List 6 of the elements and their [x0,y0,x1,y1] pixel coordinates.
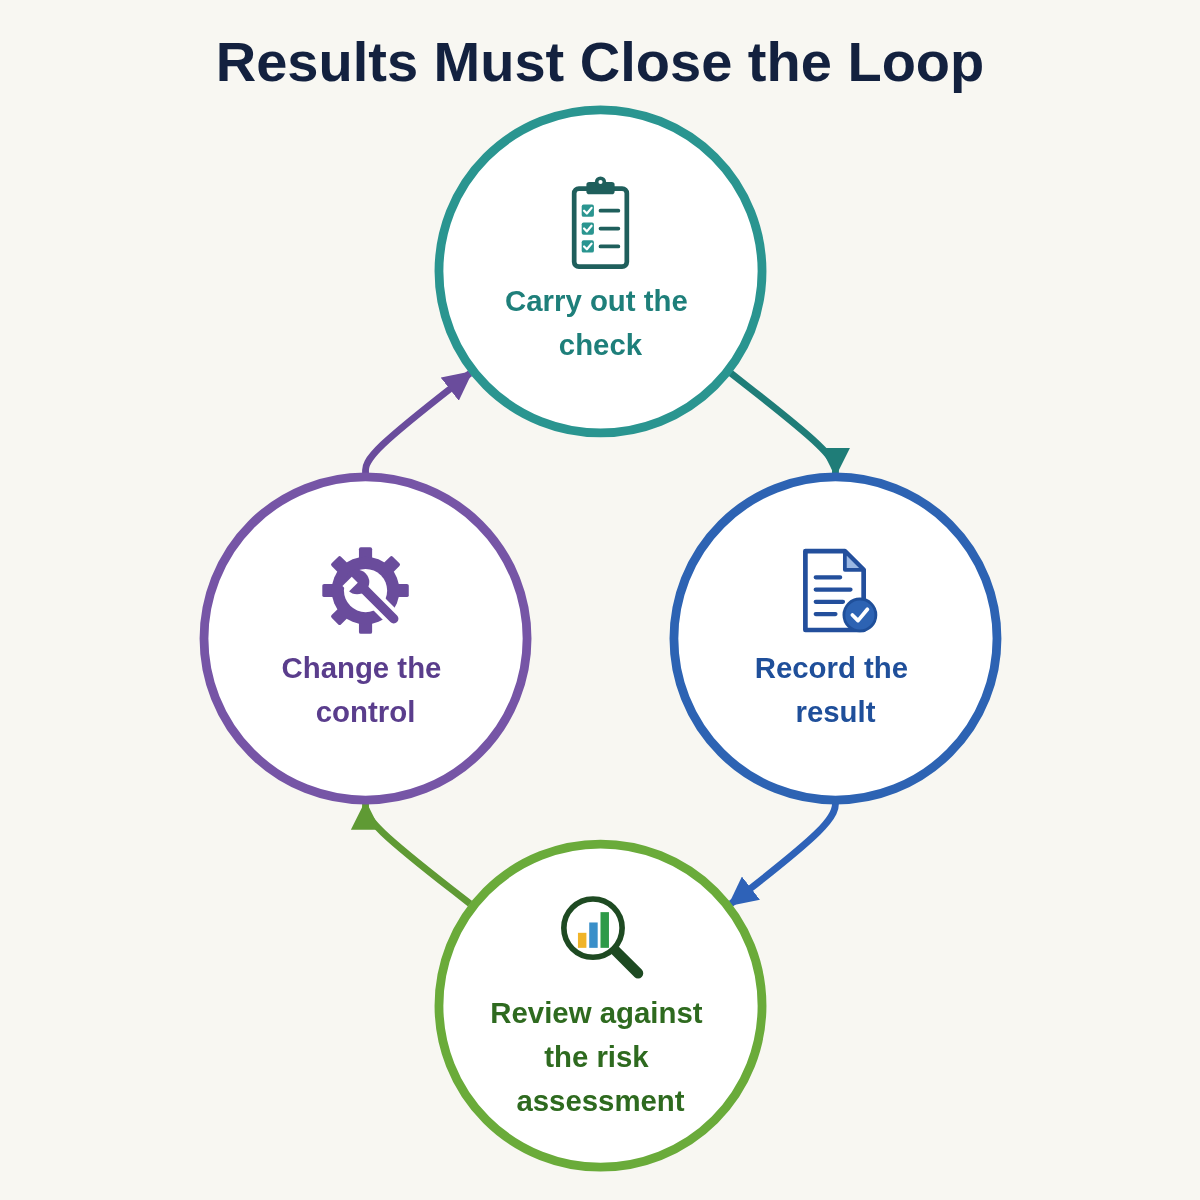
node-circle: Carry out the check [434,105,766,438]
node-circle: Record the result [669,472,1001,805]
node-circle: Change the control [199,472,531,805]
node-circle: Review against the risk assessment [434,840,766,1172]
arrow [361,370,473,474]
title: Results Must Close the Loop [215,30,985,95]
